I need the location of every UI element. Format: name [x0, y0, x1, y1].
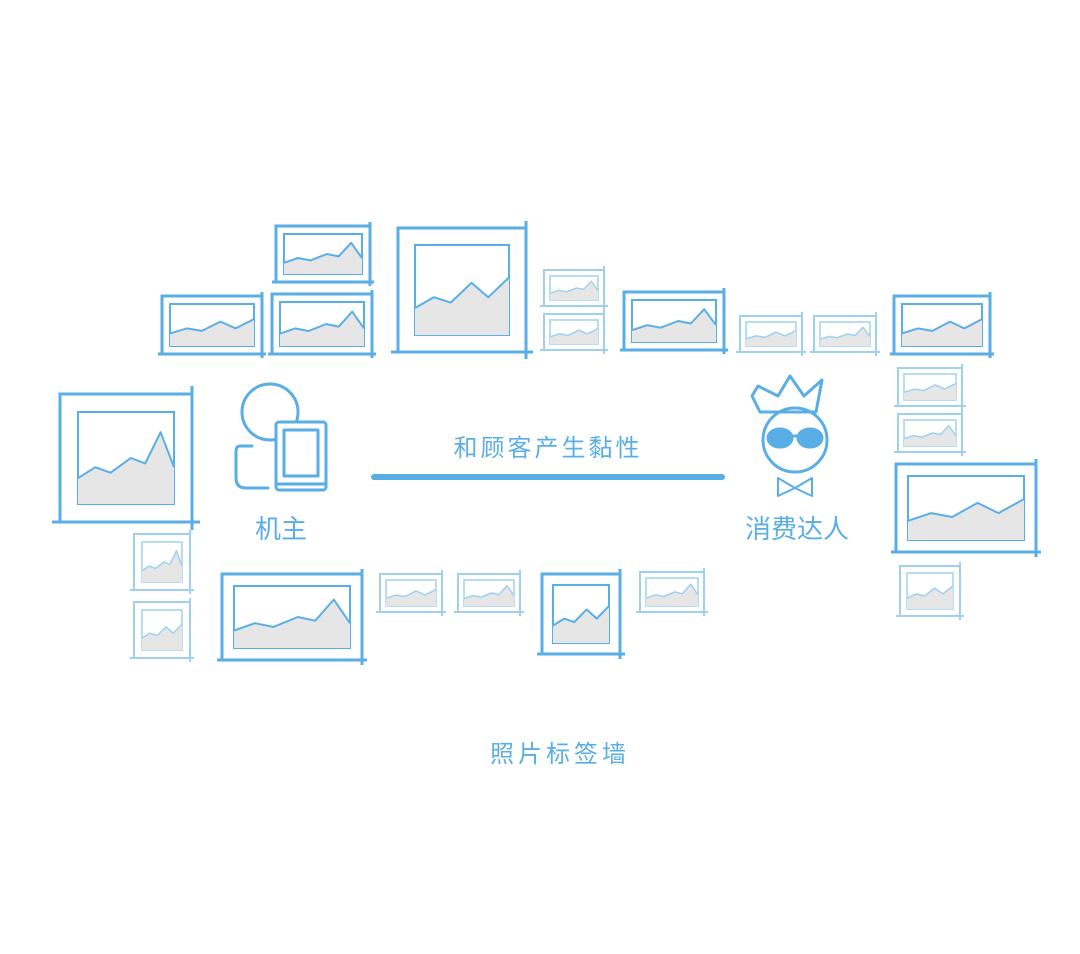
photo-frame-icon — [52, 386, 200, 530]
photo-frame-icon — [540, 310, 608, 354]
photo-frame-icon — [636, 568, 708, 616]
photo-frame-icon — [891, 459, 1041, 557]
photo-frame-icon — [810, 312, 880, 356]
photo-frame-icon — [540, 266, 608, 310]
photo-frame-icon — [620, 288, 728, 354]
photo-frame-icon — [894, 410, 966, 456]
photo-frame-icon — [890, 292, 994, 358]
relation-label: 和顾客产生黏性 — [454, 434, 643, 462]
photo-frame-icon — [130, 530, 194, 594]
owner-device-icon — [234, 382, 328, 492]
photo-frame-icon — [894, 364, 966, 410]
owner-label: 机主 — [255, 515, 307, 545]
photo-frame-icon — [376, 570, 446, 616]
expert-label: 消费达人 — [745, 515, 849, 545]
photo-frame-icon — [537, 569, 625, 659]
photo-frame-icon — [158, 292, 266, 358]
photo-frame-icon — [454, 570, 524, 616]
photo-frame-group — [52, 221, 1041, 665]
photo-frame-icon — [736, 312, 806, 356]
photo-frame-icon — [896, 562, 964, 620]
photo-frame-icon — [217, 569, 367, 665]
photo-frame-icon — [268, 290, 376, 358]
photo-frame-icon — [272, 222, 374, 286]
diagram-title: 照片标签墙 — [490, 740, 630, 768]
photo-frame-icon — [391, 221, 533, 359]
crowned-face-icon — [750, 374, 829, 497]
photo-frame-icon — [130, 598, 194, 662]
